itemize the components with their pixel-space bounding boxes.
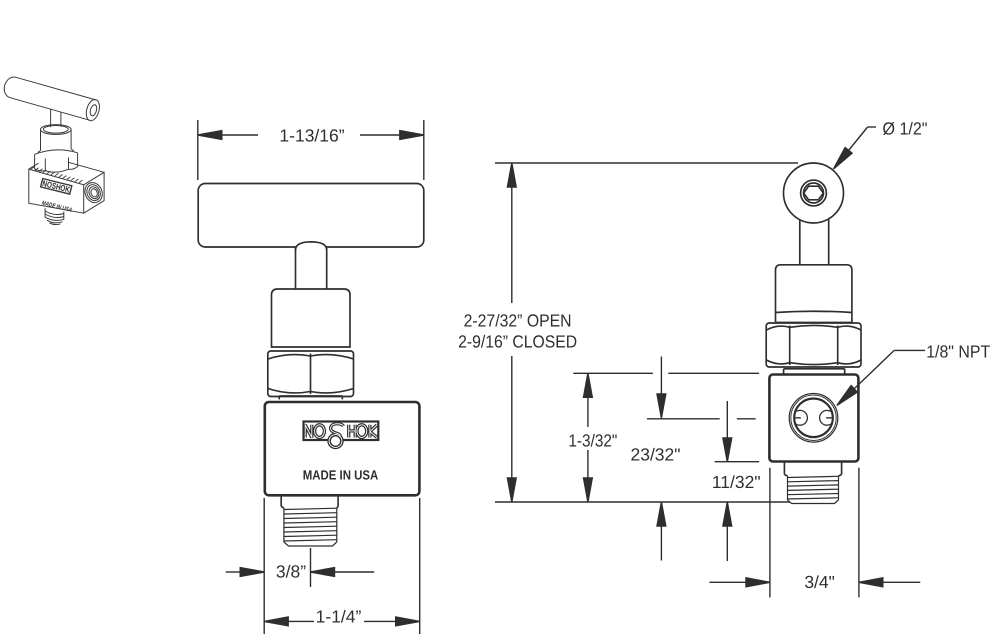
svg-text:1-3/32": 1-3/32" — [568, 430, 617, 450]
svg-text:23/32": 23/32" — [630, 445, 680, 465]
svg-text:1-13/16”: 1-13/16” — [279, 126, 344, 146]
svg-text:1/8" NPT: 1/8" NPT — [926, 342, 990, 362]
svg-text:Ø 1/2": Ø 1/2" — [883, 119, 928, 139]
svg-text:11/32": 11/32" — [712, 472, 761, 492]
svg-text:3/4": 3/4" — [804, 572, 835, 592]
svg-text:2-9/16” CLOSED: 2-9/16” CLOSED — [458, 331, 577, 351]
svg-text:3/8”: 3/8” — [276, 562, 306, 582]
svg-text:MADE IN USA: MADE IN USA — [303, 468, 379, 483]
svg-text:1-1/4”: 1-1/4” — [316, 607, 362, 627]
svg-text:2-27/32” OPEN: 2-27/32” OPEN — [464, 311, 572, 331]
